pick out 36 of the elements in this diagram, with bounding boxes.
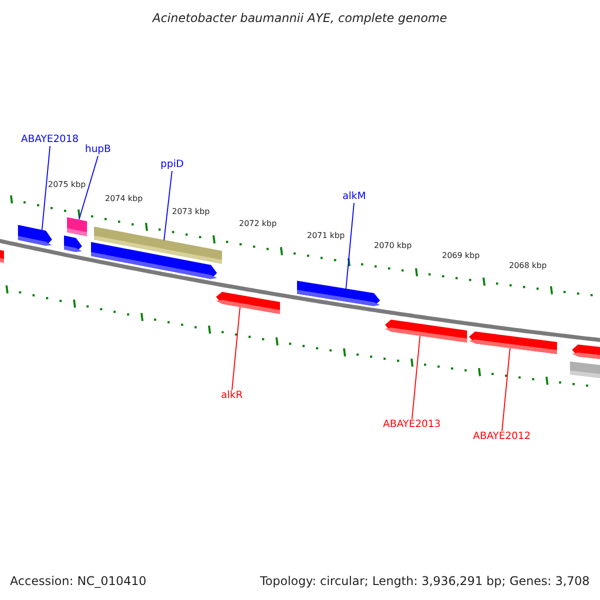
gene-segment [297,280,380,306]
gene-label: ABAYE2012 [473,432,531,442]
tick-label: 2075 kbp [48,181,86,189]
gene-segment [18,224,52,246]
tick-label: 2072 kbp [239,220,277,228]
leader-line [232,306,240,390]
gene-segment [67,217,87,236]
gene-label: alkM [342,192,366,202]
info-text: Topology: circular; Length: 3,936,291 bp; Genes: 3,708 [260,575,590,587]
gene-segment [91,242,217,279]
info-text: Accession: NC_010410 [10,575,146,587]
leader-line [78,156,98,220]
gene-segment [469,332,557,354]
gene-segment [572,344,600,361]
gene-label: hupB [85,145,111,155]
tick-label: 2073 kbp [172,208,210,216]
tick-label: 2074 kbp [105,195,143,203]
gene-segment [385,320,467,342]
leader-line [164,170,172,241]
gene-label: ppiD [160,160,184,170]
leader-line [412,335,420,420]
gene-segment [570,362,600,380]
gene-segment [0,249,4,263]
leader-line [502,348,510,432]
tick-label: 2071 kbp [307,232,345,240]
gene-segment [216,292,280,314]
gene-label: alkR [221,391,243,401]
leader-line [346,202,354,290]
gene-segment [64,236,82,252]
title: Acinetobacter baumannii AYE, complete genome [152,12,448,24]
tick-label: 2068 kbp [509,262,547,270]
tick-label: 2070 kbp [374,242,412,250]
gene-label: ABAYE2018 [21,135,79,145]
gene-label: ABAYE2013 [383,420,441,430]
tick-label: 2069 kbp [442,252,480,260]
leader-line [42,146,50,230]
